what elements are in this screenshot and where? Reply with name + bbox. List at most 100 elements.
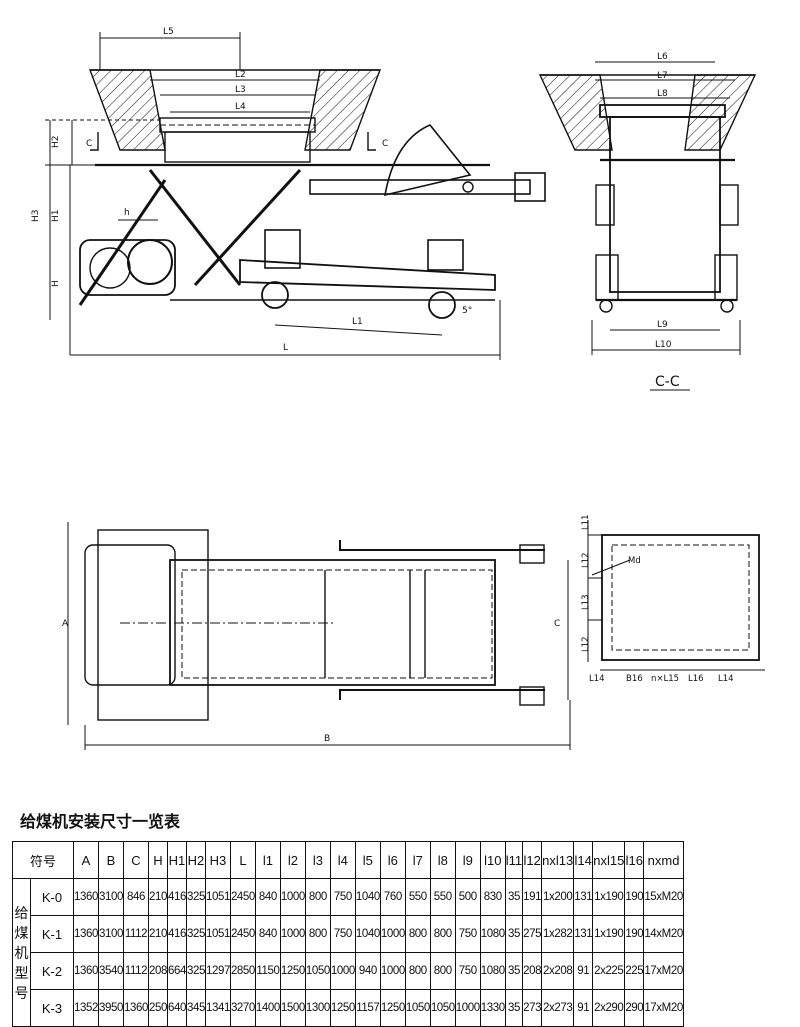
label-L6: L6 (657, 52, 668, 62)
table-cell: 1297 (204, 952, 231, 990)
column-header: H1 (166, 841, 187, 879)
table-cell: 210 (147, 878, 168, 916)
model-cell: K-3 (29, 989, 75, 1027)
table-cell: 35 (504, 989, 524, 1027)
table-cell: 1500 (279, 989, 306, 1027)
label-H3: H3 (31, 210, 41, 223)
column-header: H2 (185, 841, 206, 879)
table-cell: 1050 (429, 989, 456, 1027)
plan-view-labels: A C B (62, 619, 560, 744)
column-header: nxl15 (592, 841, 626, 879)
column-header: nxmd (643, 841, 684, 879)
label-L4: L4 (235, 102, 246, 112)
label-L8: L8 (657, 89, 668, 99)
table-title: 给煤机安装尺寸一览表 (20, 812, 181, 831)
model-cell: K-0 (29, 878, 75, 916)
label-L14-right: L14 (718, 674, 734, 684)
table-cell: 2450 (229, 915, 256, 953)
table-cell: 1040 (354, 878, 381, 916)
table-cell: 1051 (204, 878, 231, 916)
left-hopper-wall (88, 69, 166, 151)
table-cell: 3100 (97, 915, 124, 953)
table-cell: 1400 (254, 989, 281, 1027)
installation-drawing: L5 L2 L3 L4 H2 H3 H1 H h C C L1 L 5° (31, 27, 765, 750)
label-L12-bottom: L12 (581, 636, 591, 652)
table-cell: 35 (504, 915, 524, 953)
column-header: C (122, 841, 149, 879)
table-cell: 1250 (329, 989, 356, 1027)
table-cell: 210 (147, 915, 168, 953)
model-group-label: 给煤机型号 (12, 878, 31, 1027)
table-cell: 1000 (454, 989, 481, 1027)
table-cell: 1150 (254, 952, 281, 990)
table-cell: 191 (522, 878, 543, 916)
table-cell: 750 (329, 915, 356, 953)
table-cell: 1250 (379, 989, 406, 1027)
table-cell: 500 (454, 878, 481, 916)
header-label: 符号 (12, 841, 74, 879)
column-header: l16 (624, 841, 645, 879)
table-cell: 750 (454, 915, 481, 953)
table-cell: 1000 (379, 915, 406, 953)
table-cell: 1250 (279, 952, 306, 990)
label-L14-left: L14 (589, 674, 605, 684)
label-L16: L16 (688, 674, 704, 684)
table-cell: 840 (254, 878, 281, 916)
label-L9: L9 (657, 320, 668, 330)
label-Md: Md (628, 556, 641, 566)
label-L: L (283, 343, 288, 353)
table-cell: 91 (573, 989, 594, 1027)
table-cell: 1360 (73, 952, 99, 990)
column-header: A (73, 841, 99, 879)
label-L5: L5 (163, 27, 174, 37)
table-cell: 325 (185, 952, 206, 990)
table-cell: 800 (404, 952, 431, 990)
table-cell: 800 (429, 915, 456, 953)
table-cell: 760 (379, 878, 406, 916)
table-cell: 1360 (73, 915, 99, 953)
table-cell: 1050 (404, 989, 431, 1027)
label-h: h (124, 208, 130, 218)
table-cell: 131 (573, 915, 594, 953)
label-C-right: C (382, 139, 388, 149)
label-B: B (324, 734, 330, 744)
label-H: H (51, 280, 61, 287)
table-cell: 3100 (97, 878, 124, 916)
bottom-view-labels: L11 L12 L13 L12 Md L14 B16 n×L15 L16 L14 (581, 514, 734, 684)
table-cell: 1157 (354, 989, 381, 1027)
column-header: l4 (329, 841, 356, 879)
label-A: A (62, 619, 69, 629)
table-cell: 1000 (329, 952, 356, 990)
table-cell: 2x273 (541, 989, 575, 1027)
table-cell: 325 (185, 878, 206, 916)
table-cell: 1341 (204, 989, 231, 1027)
table-cell: 345 (185, 989, 206, 1027)
table-cell: 1000 (279, 915, 306, 953)
column-header: l9 (454, 841, 481, 879)
section-view (538, 61, 757, 391)
label-B16: B16 (626, 674, 643, 684)
table-cell: 800 (304, 915, 331, 953)
model-group-char: 给 (14, 904, 29, 921)
model-group-char: 型 (14, 964, 29, 981)
table-cell: 2x290 (592, 989, 626, 1027)
table-cell: 325 (185, 915, 206, 953)
bottom-view (587, 520, 765, 671)
label-nxL15: n×L15 (651, 674, 679, 684)
table-cell: 2850 (229, 952, 256, 990)
model-group-char: 煤 (14, 924, 29, 941)
table-cell: 2x225 (592, 952, 626, 990)
table-cell: 840 (254, 915, 281, 953)
table-cell: 1360 (73, 878, 99, 916)
table-cell: 190 (624, 915, 645, 953)
side-view-labels: L5 L2 L3 L4 H2 H3 H1 H h C C L1 L 5° (31, 27, 472, 353)
label-L1: L1 (352, 317, 363, 327)
label-L3: L3 (235, 85, 246, 95)
table-cell: 1000 (279, 878, 306, 916)
model-cell: K-1 (29, 915, 75, 953)
table-cell: 17xM20 (643, 989, 684, 1027)
table-cell: 275 (522, 915, 543, 953)
table-cell: 550 (429, 878, 456, 916)
table-cell: 273 (522, 989, 543, 1027)
